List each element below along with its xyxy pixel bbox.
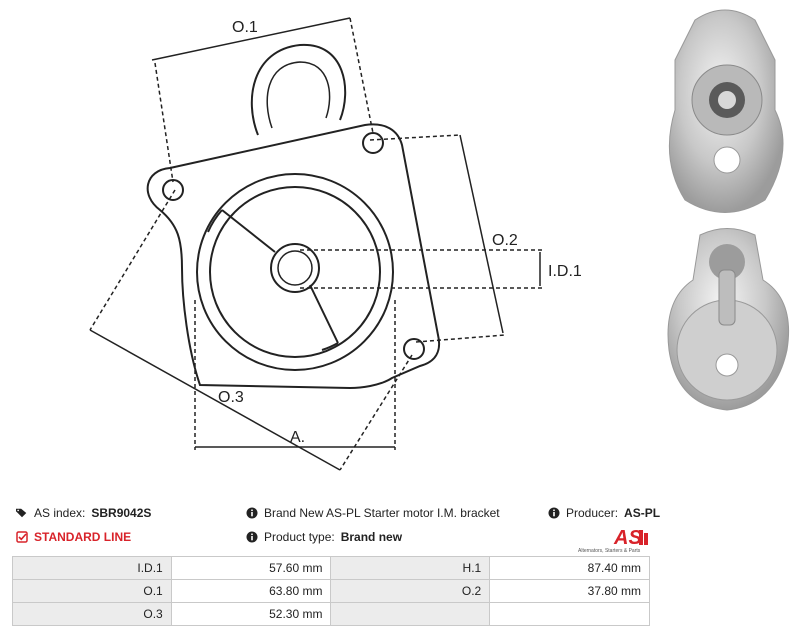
svg-text:AS: AS [613, 527, 642, 548]
as-index-label: AS index: [34, 506, 86, 520]
as-index-value: SBR9042S [91, 506, 152, 520]
dim-id1-label: I.D.1 [548, 263, 582, 280]
spec-key: H.1 [330, 556, 491, 580]
spec-value: 87.40 mm [489, 556, 650, 580]
dim-o3-label: O.3 [218, 389, 244, 406]
info-icon [246, 531, 258, 543]
spec-value: 52.30 mm [170, 602, 332, 626]
product-type-value: Brand new [340, 530, 403, 544]
photo-front-view [668, 9, 784, 213]
spec-key: I.D.1 [12, 556, 172, 580]
tags-icon [16, 508, 27, 518]
spec-value [489, 602, 650, 626]
logo-tagline: Alternators, Starters & Parts [578, 548, 641, 554]
spec-key: O.1 [12, 579, 172, 603]
product-photos [667, 9, 790, 411]
spec-key: O.2 [330, 579, 491, 603]
spec-key: O.3 [12, 602, 172, 626]
technical-drawing: O.1 O.2 I.D.1 O.3 A. [89, 17, 582, 471]
dim-o2-label: O.2 [492, 232, 518, 249]
photo-rear-view [667, 228, 790, 411]
producer-value: AS-PL [624, 506, 661, 520]
dim-a-label: A. [290, 429, 305, 446]
product-type-row: Product type: Brand new [246, 530, 402, 544]
spec-value: 57.60 mm [170, 556, 332, 580]
checkbox-checked-icon [16, 531, 28, 543]
product-line: STANDARD LINE [34, 530, 132, 544]
producer-label: Producer: [566, 506, 619, 520]
as-index-row: AS index: SBR9042S [16, 506, 151, 520]
specs-table: I.D.1 57.60 mm H.1 87.40 mm O.1 63.80 mm… [12, 556, 650, 626]
spec-value: 37.80 mm [489, 579, 650, 603]
table-row: I.D.1 57.60 mm H.1 87.40 mm [12, 556, 650, 580]
info-icon [246, 507, 258, 519]
as-logo-mark: AS [613, 527, 648, 549]
producer-row: Producer: AS-PL [548, 506, 660, 520]
product-type-label: Product type: [264, 530, 335, 544]
as-logo: AS Alternators, Starters & Parts [578, 524, 658, 554]
product-description: Brand New AS-PL Starter motor I.M. brack… [264, 506, 500, 520]
info-icon [548, 507, 560, 519]
dim-o1-label: O.1 [232, 19, 258, 36]
table-row: O.3 52.30 mm [12, 602, 650, 626]
table-row: O.1 63.80 mm O.2 37.80 mm [12, 579, 650, 603]
description-row: Brand New AS-PL Starter motor I.M. brack… [246, 506, 500, 520]
spec-key [330, 602, 491, 626]
spec-value: 63.80 mm [170, 579, 332, 603]
line-row: STANDARD LINE [16, 530, 131, 544]
